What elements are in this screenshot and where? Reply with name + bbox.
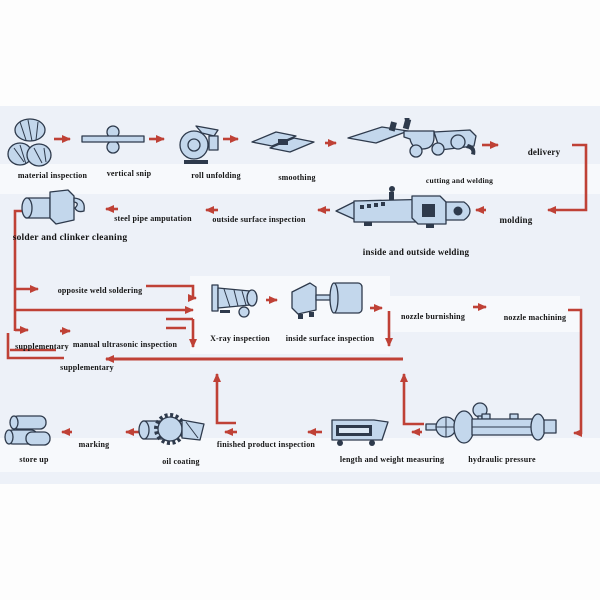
label-steel-pipe-amputation: steel pipe amputation (114, 214, 192, 223)
connector-supplementary-loop (6, 333, 64, 360)
label-opposite-weld-soldering: opposite weld soldering (57, 286, 143, 295)
connector-finished-up (213, 373, 236, 425)
label-xray-inspection: X-ray inspection (210, 334, 270, 343)
label-delivery: delivery (527, 147, 561, 157)
label-manual-ultrasonic-inspection: manual ultrasonic inspection (72, 340, 178, 349)
label-supplementary-1: supplementary (15, 342, 69, 351)
label-inside-surface-inspection: inside surface inspection (285, 334, 375, 343)
label-nozzle-machining: nozzle machining (503, 313, 567, 322)
label-finished-product-inspection: finished product inspection (216, 440, 316, 449)
label-store-up: store up (19, 455, 49, 464)
label-supplementary-2: supplementary (60, 363, 114, 372)
vertical-snip-illustration (81, 125, 145, 154)
background-patch (0, 438, 600, 472)
solder-and-clinker-cleaning-illustration (21, 189, 85, 225)
roll-unfolding-illustration (179, 125, 219, 164)
cutting-and-welding-illustration (347, 118, 477, 158)
label-molding: molding (499, 215, 533, 225)
label-material-inspection: material inspection (17, 171, 88, 180)
label-smoothing: smoothing (278, 173, 316, 182)
label-inside-and-outside-welding: inside and outside welding (362, 247, 470, 257)
oil-coating-illustration (138, 413, 205, 445)
background-patch (390, 296, 580, 332)
hydraulic-pressure-illustration (425, 402, 557, 444)
material-inspection-illustration (7, 118, 52, 167)
connector-machining-to-hydraulic (568, 308, 583, 437)
label-nozzle-burnishing: nozzle burnishing (400, 312, 466, 321)
store-up-illustration (4, 415, 51, 446)
smoothing-illustration (251, 131, 315, 153)
label-hydraulic-pressure: hydraulic pressure (468, 455, 536, 464)
inside-and-outside-welding-illustration (335, 186, 471, 228)
background-patch (0, 164, 600, 194)
label-vertical-snip: vertical snip (106, 169, 152, 178)
length-and-weight-measuring-illustration (331, 419, 389, 446)
xray-inspection-illustration (211, 284, 258, 318)
inside-surface-inspection-illustration (291, 282, 363, 319)
connector-delivery-to-molding (547, 143, 588, 214)
label-oil-coating: oil coating (162, 457, 200, 466)
label-cutting-and-welding: cutting and welding (425, 176, 494, 185)
label-marking: marking (78, 440, 110, 449)
label-outside-surface-inspection: outside surface inspection (212, 215, 306, 224)
label-roll-unfolding: roll unfolding (191, 171, 241, 180)
connector-hydraulic-up (400, 373, 424, 426)
label-length-and-weight-measuring: length and weight measuring (339, 455, 445, 464)
connector-opposite-weld-to-xray (146, 284, 197, 302)
label-solder-and-clinker-cleaning: solder and clinker cleaning (12, 233, 128, 243)
